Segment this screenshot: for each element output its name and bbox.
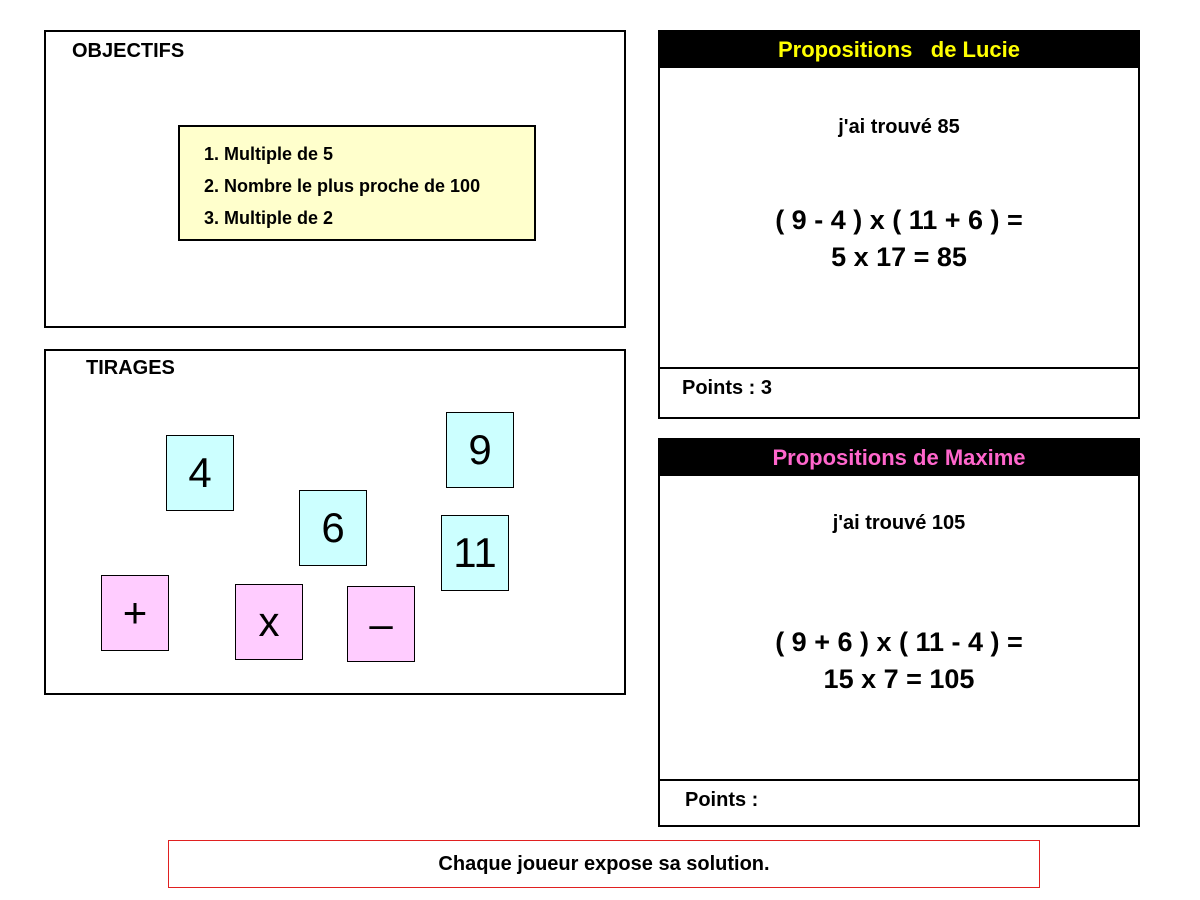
maxime-divider [660,779,1138,781]
maxime-proposal-panel: Propositions de Maxime j'ai trouvé 105 (… [658,438,1140,827]
draws-title: TIRAGES [86,357,175,379]
number-tile-6[interactable]: 6 [299,490,367,566]
maxime-equation-line1: ( 9 + 6 ) x ( 11 - 4 ) = [775,627,1023,657]
objective-item: Multiple de 2 [224,207,534,229]
objectives-list: Multiple de 5 Nombre le plus proche de 1… [180,127,534,229]
operator-tile-minus[interactable]: – [347,586,415,662]
draws-panel: TIRAGES 4 6 9 11 + x – [44,349,626,695]
objectives-list-box: Multiple de 5 Nombre le plus proche de 1… [178,125,536,241]
lucie-proposal-title: Propositions de Lucie [660,32,1138,68]
number-tile-4[interactable]: 4 [166,435,234,511]
operator-tile-times[interactable]: x [235,584,303,660]
objective-item: Nombre le plus proche de 100 [224,175,534,197]
objective-item: Multiple de 5 [224,143,534,165]
lucie-equation-line1: ( 9 - 4 ) x ( 11 + 6 ) = [775,205,1023,235]
maxime-proposal-title: Propositions de Maxime [660,440,1138,476]
operator-tile-plus[interactable]: + [101,575,169,651]
lucie-title-text: Propositions de Lucie [777,37,1021,62]
lucie-found: j'ai trouvé 85 [838,116,960,138]
lucie-points: Points : 3 [682,377,773,399]
maxime-found: j'ai trouvé 105 [832,512,966,534]
maxime-equation-line2: 15 x 7 = 105 [823,664,975,694]
maxime-points: Points : [685,789,759,811]
objectives-panel: OBJECTIFS Multiple de 5 Nombre le plus p… [44,30,626,328]
objectives-title: OBJECTIFS [72,40,185,62]
lucie-divider [660,367,1138,369]
number-tile-11[interactable]: 11 [441,515,509,591]
number-tile-9[interactable]: 9 [446,412,514,488]
footer-instruction: Chaque joueur expose sa solution. [168,840,1040,888]
lucie-proposal-panel: Propositions de Lucie j'ai trouvé 85 ( 9… [658,30,1140,419]
lucie-equation-line2: 5 x 17 = 85 [831,242,967,272]
maxime-title-text: Propositions de Maxime [772,445,1026,470]
